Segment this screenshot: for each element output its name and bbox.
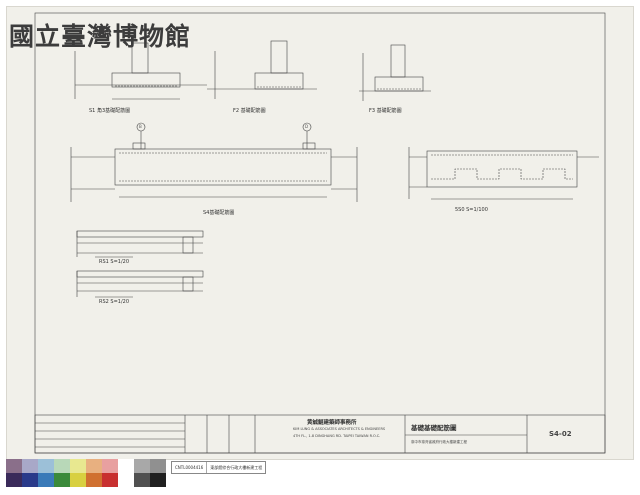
color-swatch: [38, 459, 54, 487]
archive-title: 東部館綜合行政大樓新建工程: [210, 465, 263, 470]
detail-f3: [359, 44, 431, 101]
detail-s4: [70, 122, 358, 202]
structural-drawing: [34, 12, 606, 454]
caption-rs2: RS2 S=1/20: [99, 299, 130, 305]
caption-s4: S4基礎配筋圖: [203, 210, 235, 216]
caption-s1: S1 角3基礎配筋圖: [89, 108, 131, 114]
axis-marker-b: B: [139, 124, 142, 129]
firm-address: 4TH FL., 1-8 DINGHANG RD. TAIPEI TAIWAN …: [293, 434, 381, 438]
drawing-border: [34, 12, 606, 454]
caption-5s0: 5S0 S=1/100: [455, 207, 488, 213]
caption-rs1: RS1 S=1/20: [99, 259, 130, 265]
firm-name-en: KIM LUNG & ASSOCIATES ARCHITECTS & ENGIN…: [293, 427, 386, 431]
detail-f2: [207, 40, 317, 99]
color-swatch: [54, 459, 70, 487]
caption-f2: F2 基礎配筋圖: [233, 108, 266, 114]
detail-s1: [74, 42, 207, 100]
color-swatch: [70, 459, 86, 487]
color-swatch: [118, 459, 134, 487]
museum-watermark: 國立臺灣博物館: [9, 22, 192, 51]
caption-f3: F3 基礎配筋圖: [369, 108, 402, 114]
drawing-title: 基礎基礎配筋圖: [411, 424, 457, 432]
drawing-number: S4-02: [549, 430, 572, 438]
color-swatch: [102, 459, 118, 487]
detail-5s0: [408, 147, 599, 200]
drawing-sheet: 國立臺灣博物館 S1 角3基礎配筋圖 F2 基礎配筋圖 F3 基礎配筋圖 S4基…: [6, 6, 634, 460]
archive-label: CNTL0004416 東部館綜合行政大樓新建工程: [171, 461, 267, 474]
project-name: 臺中市臺灣省政府行政大樓新建工程: [411, 440, 467, 444]
color-swatch: [6, 459, 22, 487]
firm-name: 黄誠鯤建築師事務所: [307, 420, 357, 426]
detail-rs2: [76, 270, 204, 298]
color-calibration-bar: [6, 459, 166, 487]
axis-marker-d: D: [305, 124, 309, 129]
title-block: [34, 414, 606, 454]
archive-id: CNTL0004416: [172, 462, 208, 473]
color-swatch: [86, 459, 102, 487]
color-swatch: [150, 459, 166, 487]
color-swatch: [22, 459, 38, 487]
color-swatch: [134, 459, 150, 487]
detail-rs1: [76, 230, 204, 258]
